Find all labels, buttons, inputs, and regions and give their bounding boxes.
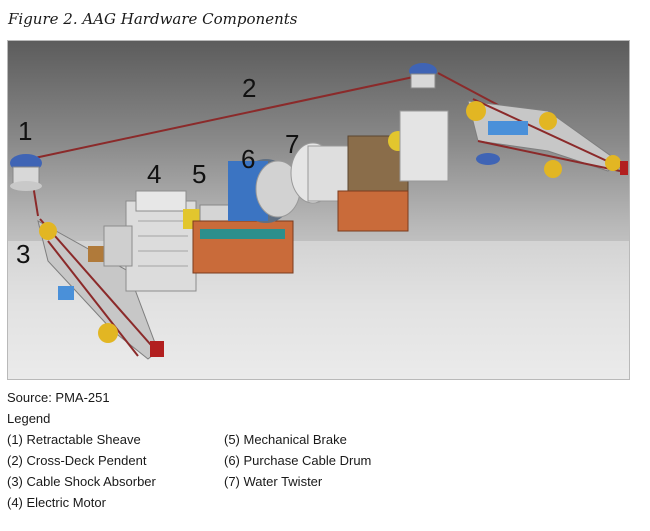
callout-6: 6	[241, 144, 256, 174]
hardware-drawing	[8, 63, 629, 379]
legend-item-electric-motor: (4) Electric Motor	[7, 495, 106, 510]
legend-item-purchase-cable-drum: (6) Purchase Cable Drum	[224, 453, 372, 468]
hardware-illustration: 1 2 3 4 5 6 7	[7, 40, 630, 380]
figure-caption: Figure 2. AAG Hardware Components	[8, 10, 298, 28]
retractable-sheave-right	[409, 63, 437, 89]
legend-item-mechanical-brake: (5) Mechanical Brake	[224, 432, 347, 447]
legend-item-cable-shock-absorber: (3) Cable Shock Absorber	[7, 474, 156, 489]
cable-shock-absorber-right	[466, 98, 628, 178]
legend-item-retractable-sheave: (1) Retractable Sheave	[7, 432, 141, 447]
water-twister	[290, 110, 449, 232]
purchase-cable-drum	[192, 159, 301, 274]
callout-3: 3	[16, 239, 31, 269]
legend-title: Legend	[7, 411, 51, 426]
retractable-sheave-left	[10, 154, 42, 191]
callout-4: 4	[147, 159, 162, 189]
legend-item-water-twister: (7) Water Twister	[224, 474, 323, 489]
source-line: Source: PMA-251	[7, 390, 110, 405]
callout-5: 5	[192, 159, 207, 189]
callout-2: 2	[242, 73, 257, 103]
callout-7: 7	[285, 129, 300, 159]
legend-item-cross-deck-pendent: (2) Cross-Deck Pendent	[7, 453, 147, 468]
callout-1: 1	[18, 116, 33, 146]
